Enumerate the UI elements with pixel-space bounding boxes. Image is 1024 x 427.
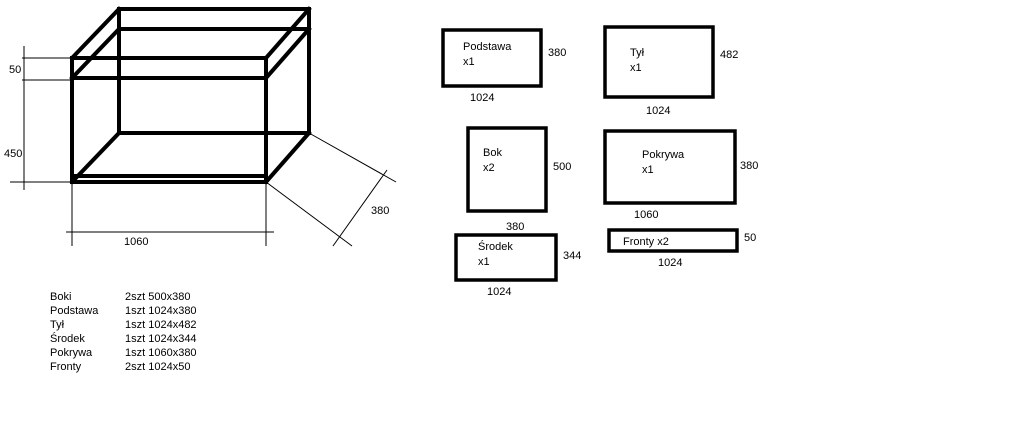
- part-name: Boki: [50, 291, 72, 303]
- box-edge-top-right: [263, 6, 312, 61]
- part-spec: 2szt 500x380: [125, 291, 191, 303]
- panel-srodek-width: 1024: [487, 286, 511, 298]
- parts-list-row: Fronty 2szt 1024x50: [50, 360, 197, 374]
- part-name: Środek: [50, 333, 85, 345]
- part-spec: 2szt 1024x50: [125, 361, 191, 373]
- part-name: Fronty: [50, 361, 82, 373]
- dim-label-width: 1060: [124, 236, 148, 248]
- panel-podstawa: Podstawa x1 1024 380: [441, 28, 566, 104]
- panel-srodek-rect: [454, 233, 558, 282]
- dimension-lines: [10, 46, 397, 247]
- dim-label-body-height: 450: [4, 148, 22, 160]
- panel-podstawa-name: Podstawa: [463, 41, 512, 53]
- panel-pokrywa: Pokrywa x1 1060 380: [603, 129, 758, 221]
- panel-fronty-height: 50: [744, 232, 756, 244]
- part-name: Pokrywa: [50, 347, 93, 359]
- panel-tyl-width: 1024: [646, 105, 670, 117]
- part-name: Tył: [50, 319, 65, 331]
- panel-tyl-height: 482: [720, 49, 738, 61]
- panel-tyl-rect: [603, 25, 715, 99]
- panel-tyl-name: Tył: [630, 47, 645, 59]
- panel-podstawa-width: 1024: [470, 92, 494, 104]
- panel-podstawa-rect: [441, 28, 543, 88]
- parts-list-row: Pokrywa 1szt 1060x380: [50, 346, 197, 360]
- panel-bok-rect: [466, 126, 548, 213]
- box-edge-bottom-right: [263, 130, 312, 185]
- part-spec: 1szt 1060x380: [125, 347, 197, 359]
- box-lid-side-left: [69, 26, 122, 81]
- panel-srodek-qty: x1: [478, 256, 490, 268]
- parts-list-row: Podstawa 1szt 1024x380: [50, 304, 197, 318]
- box-lid-side-right: [263, 26, 312, 81]
- panel-tyl-qty: x1: [630, 62, 642, 74]
- panel-bok-width: 380: [506, 221, 524, 233]
- panel-srodek: Środek x1 1024 344: [454, 233, 581, 298]
- part-name: Podstawa: [50, 305, 99, 317]
- box-edge-bottom-left: [69, 130, 122, 185]
- panel-fronty-rect: [607, 228, 739, 253]
- dim-ext-depth-back: [308, 132, 397, 183]
- panel-pokrywa-width: 1060: [634, 209, 658, 221]
- box-back-frame: [117, 7, 311, 135]
- panel-srodek-height: 344: [563, 250, 581, 262]
- panel-fronty-name: Fronty x2: [623, 236, 669, 248]
- part-spec: 1szt 1024x482: [125, 319, 197, 331]
- panel-bok-name: Bok: [483, 147, 502, 159]
- panel-srodek-name: Środek: [478, 240, 513, 253]
- dim-ext-depth-front: [265, 181, 353, 247]
- box-3d-drawing: [69, 6, 312, 185]
- panel-tyl: Tył x1 1024 482: [603, 25, 738, 117]
- panel-bok-qty: x2: [483, 162, 495, 174]
- part-spec: 1szt 1024x380: [125, 305, 197, 317]
- panel-fronty: Fronty x2 1024 50: [607, 228, 756, 269]
- panel-pokrywa-rect: [603, 129, 737, 205]
- dim-label-top-height: 50: [9, 64, 21, 76]
- panel-pokrywa-name: Pokrywa: [642, 149, 685, 161]
- panel-bok-height: 500: [553, 161, 571, 173]
- panel-pokrywa-height: 380: [740, 160, 758, 172]
- panel-fronty-width: 1024: [658, 257, 682, 269]
- part-spec: 1szt 1024x344: [125, 333, 197, 345]
- parts-list-row: Środek 1szt 1024x344: [50, 332, 197, 346]
- parts-list-row: Tył 1szt 1024x482: [50, 318, 197, 332]
- box-front-frame: [70, 56, 268, 184]
- panel-bok: Bok x2 380 500: [466, 126, 571, 233]
- dim-line-depth: [332, 169, 388, 247]
- panel-pokrywa-qty: x1: [642, 164, 654, 176]
- dim-label-depth: 380: [371, 205, 389, 217]
- parts-list-row: Boki 2szt 500x380: [50, 290, 197, 304]
- parts-list: Boki 2szt 500x380 Podstawa 1szt 1024x380…: [50, 290, 197, 374]
- panel-podstawa-height: 380: [548, 47, 566, 59]
- panel-podstawa-qty: x1: [463, 56, 475, 68]
- box-edge-top-left: [69, 6, 122, 61]
